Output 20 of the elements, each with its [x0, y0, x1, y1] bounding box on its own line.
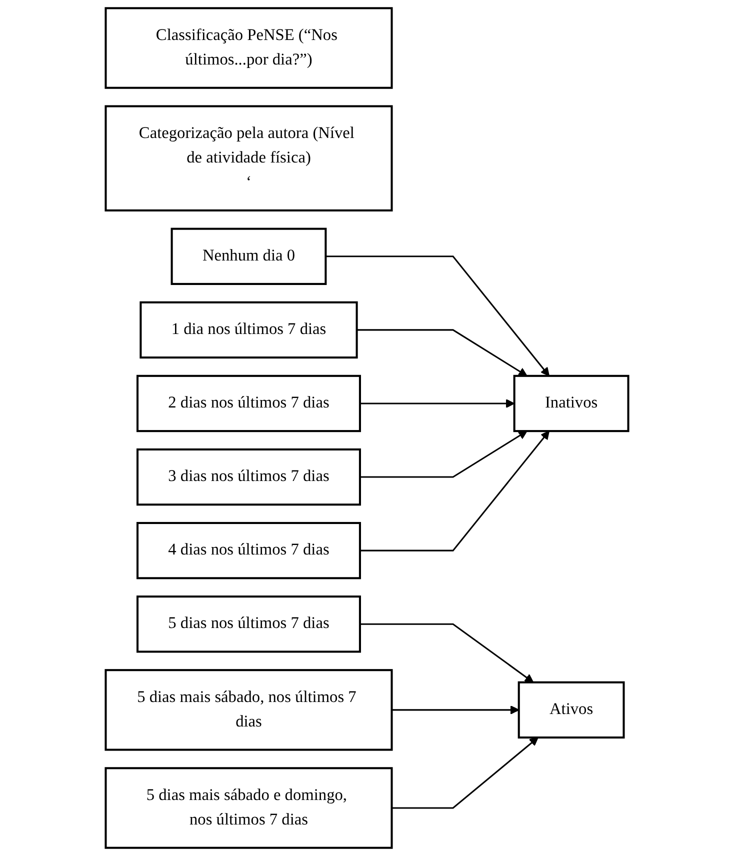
node-box: 4 dias nos últimos 7 dias [136, 522, 361, 580]
node-box: 1 dia nos últimos 7 dias [140, 301, 358, 359]
node-box: Nenhum dia 0 [170, 228, 327, 285]
arrow [360, 430, 528, 478]
node-box: Classificação PeNSE (“Nos últimos...por dia?”) [104, 7, 393, 89]
node-box: 2 dias nos últimos 7 dias [136, 374, 361, 432]
arrow [360, 399, 515, 408]
node-box: 5 dias mais sábado e domingo, nos últimos 7 dias [104, 767, 393, 849]
node-box: Categorização pela autora (Nível de atividade física) ‘ [104, 105, 393, 212]
arrow [360, 623, 534, 683]
node-box: Inativos [513, 374, 630, 432]
arrow [392, 737, 538, 809]
arrow [360, 430, 550, 552]
node-box: 5 dias nos últimos 7 dias [136, 596, 361, 653]
node-box: 5 dias mais sábado, nos últimos 7 dias [104, 669, 393, 751]
node-box: 3 dias nos últimos 7 dias [136, 448, 361, 506]
arrow [356, 329, 528, 376]
node-box: Ativos [518, 681, 625, 739]
arrow [392, 705, 520, 714]
arrow [326, 256, 550, 376]
